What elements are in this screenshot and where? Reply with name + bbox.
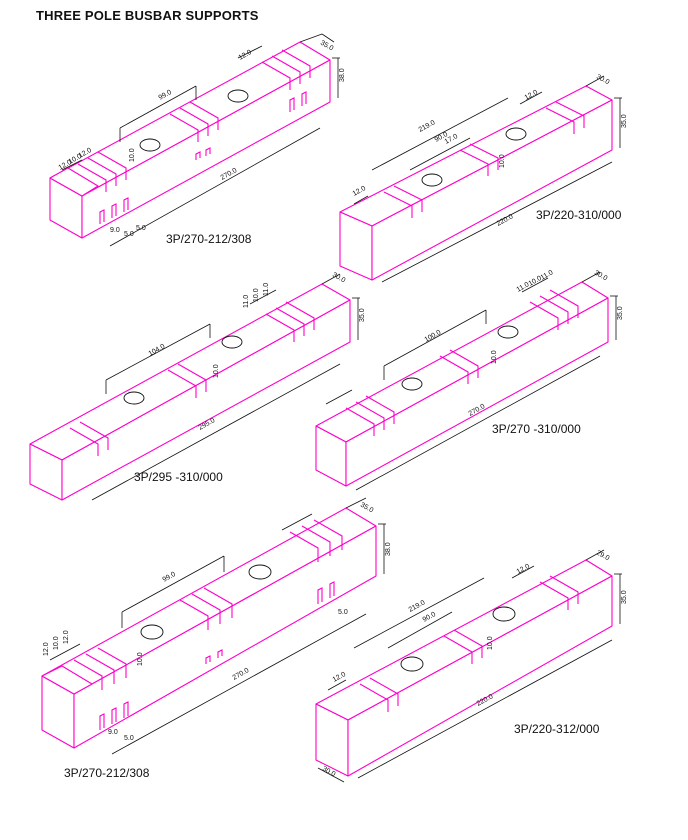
- support-d-slots: [345, 289, 579, 436]
- support-e-dim-width: 35.0: [359, 502, 374, 515]
- support-a-dim-small-b: 5.0: [136, 225, 146, 232]
- support-c-dim-slot-a: 11.0: [243, 295, 250, 308]
- support-a-end-block: [49, 167, 99, 197]
- support-b-dim-slot-b: 12.0: [524, 89, 539, 102]
- support-e-dim-height: 38.0: [385, 542, 392, 556]
- support-f-dim-slot-a: 12.0: [332, 671, 347, 684]
- support-f-slots: [359, 575, 579, 712]
- support-f-hole-1: [400, 656, 424, 672]
- support-a-hole-2: [227, 89, 249, 103]
- support-d-hole-1: [401, 377, 423, 391]
- support-c-hole-1: [123, 391, 145, 405]
- support-a-label: 3P/270-212/308: [166, 232, 252, 246]
- support-a-side-face: [81, 59, 331, 239]
- support-c-side-face: [61, 299, 351, 501]
- support-f-dimensions: [317, 549, 622, 783]
- support-c-dimensions: [91, 273, 360, 501]
- support-b-dim-depth: 10.0: [499, 154, 506, 168]
- busbar-support-a: 99.0 270.0 35.0 38.0 12.0 10.0 12.0 12.0…: [49, 33, 346, 247]
- support-f-label: 3P/220-312/000: [514, 722, 600, 736]
- support-a-dim-width: 35.0: [319, 40, 334, 53]
- support-e-dim-small-b: 5.0: [338, 609, 348, 616]
- support-b-slots: [383, 101, 585, 218]
- support-f-dim-slot-b: 12.0: [516, 563, 531, 576]
- support-e-slots: [73, 519, 343, 730]
- support-b-dim-width: 30.0: [595, 74, 610, 87]
- support-b-dimensions: [353, 75, 622, 283]
- support-b-label: 3P/220-310/000: [536, 208, 622, 222]
- support-e-dim-pitch: 99.0: [162, 571, 177, 584]
- support-c-dim-pitch: 104.0: [148, 343, 167, 358]
- support-e-dim-small-c: 9.0: [108, 729, 118, 736]
- support-e-label: 3P/270-212/308: [64, 766, 150, 780]
- support-b-side-face: [371, 99, 613, 281]
- busbar-support-e: 99.0 270.0 35.0 38.0 12.0 10.0 12.0 10.0…: [41, 497, 392, 755]
- support-b-dim-length: 220.0: [496, 213, 515, 227]
- support-d-dim-height: 35.0: [617, 306, 624, 320]
- support-e-end-block: [41, 665, 93, 695]
- support-a-dimensions: [61, 33, 340, 247]
- support-d-dim-slot-c: 11.0: [540, 269, 555, 282]
- support-b-dim-pitch-a: 219.0: [418, 119, 437, 133]
- support-f-hole-2: [492, 606, 516, 622]
- support-f-dim-height: 35.0: [621, 590, 628, 604]
- support-e-dim-depth: 10.0: [137, 652, 144, 666]
- support-f-dim-pitch-a: 219.0: [408, 599, 427, 613]
- support-b-dim-height: 35.0: [621, 114, 628, 128]
- busbar-support-d: 100.0 270.0 30.0 35.0 11.0 10.0 11.0 10.…: [315, 269, 624, 491]
- support-f-side-face: [347, 575, 613, 777]
- support-c-dim-depth: 10.0: [213, 364, 220, 378]
- support-c-dim-slot-b: 10.0: [253, 288, 260, 302]
- support-d-side-face: [345, 297, 609, 487]
- support-a-dim-depth: 10.0: [129, 148, 136, 162]
- support-c-top-face: [29, 283, 351, 461]
- support-e-dim-slot-a: 12.0: [43, 642, 50, 656]
- support-a-slots: [77, 49, 311, 224]
- support-e-dimensions: [49, 497, 386, 755]
- support-c-hole-2: [221, 335, 243, 349]
- support-b-dim-slot-a: 12.0: [352, 185, 367, 198]
- page-title: THREE POLE BUSBAR SUPPORTS: [36, 8, 259, 23]
- busbar-support-c: 104.0 295.0 30.0 35.0 11.0 10.0 11.0 10.…: [29, 272, 366, 501]
- support-b-hole-1: [421, 173, 443, 187]
- support-e-side-face: [73, 525, 377, 749]
- support-a-hole-1: [139, 138, 161, 152]
- support-c-label: 3P/295 -310/000: [134, 470, 223, 484]
- support-d-dim-width: 30.0: [593, 270, 608, 283]
- support-f-dim-width: 29.0: [595, 550, 610, 563]
- support-f-dim-depth: 10.0: [487, 636, 494, 650]
- support-d-dim-pitch: 100.0: [424, 329, 443, 344]
- support-e-dim-small-a: 5.0: [124, 735, 134, 742]
- support-c-dim-height: 35.0: [359, 308, 366, 322]
- busbar-support-f: 219.0 90.0 12.0 12.0 220.0 29.0 35.0 30.…: [315, 549, 628, 783]
- support-e-hole-2: [248, 564, 272, 580]
- support-c-slots: [69, 301, 315, 456]
- support-e-hole-1: [140, 624, 164, 640]
- support-d-label: 3P/270 -310/000: [492, 422, 581, 436]
- support-a-dim-small-a: 5.0: [124, 231, 134, 238]
- support-a-dim-height: 38.0: [339, 68, 346, 82]
- support-e-dim-slot-b: 10.0: [53, 636, 60, 650]
- support-d-hole-2: [497, 325, 519, 339]
- support-c-dim-slot-c: 11.0: [263, 283, 270, 296]
- support-d-dimensions: [325, 271, 618, 491]
- support-d-dim-depth: 10.0: [491, 350, 498, 364]
- support-b-hole-2: [505, 127, 527, 141]
- support-a-dim-small-c: 9.0: [110, 227, 120, 234]
- support-e-dim-slot-c: 12.0: [63, 630, 70, 644]
- busbar-support-b: 219.0 90.0 17.0 12.0 12.0 220.0 30.0 35.…: [339, 74, 628, 283]
- support-c-dim-width: 30.0: [331, 272, 346, 285]
- support-a-dim-slot-d: 12.0: [238, 49, 253, 62]
